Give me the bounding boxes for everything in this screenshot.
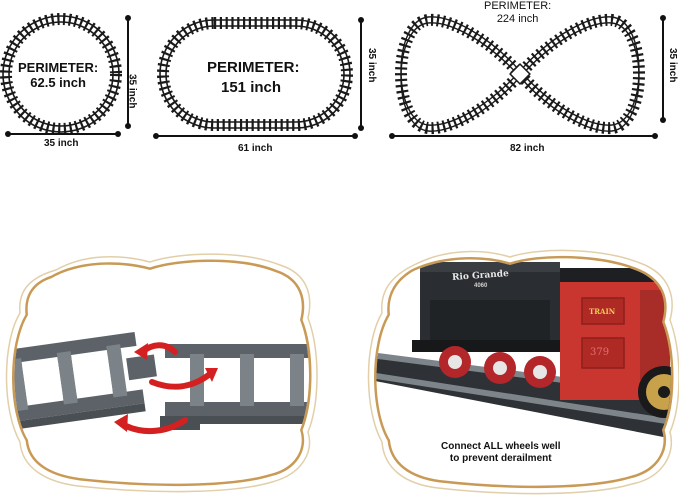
derailment-caption: Connect ALL wheels well to prevent derai… <box>441 441 560 465</box>
circle-width-dimension <box>5 131 121 137</box>
wheel-front-right <box>484 352 516 384</box>
oval-perimeter-title: PERIMETER: <box>207 59 300 76</box>
left-track-piece <box>14 331 157 433</box>
tender-number: 4060 <box>474 283 488 289</box>
eight-perimeter-value: 224 inch <box>496 13 539 25</box>
right-track-piece <box>160 344 309 430</box>
circle-width-label: 35 inch <box>44 138 79 149</box>
wheel-front-left <box>439 346 471 378</box>
figure-eight-track <box>395 13 645 135</box>
oval-track <box>157 17 353 131</box>
eight-height-label: 35 inch <box>667 48 678 83</box>
cab-lettering: TRAIN <box>589 307 616 316</box>
oval-width-label: 61 inch <box>238 143 273 154</box>
circle-perimeter-value: 62.5 inch <box>30 75 86 90</box>
caption-line-1: Connect ALL wheels well <box>441 441 561 452</box>
oval-height-label: 35 inch <box>366 48 377 83</box>
engine-drive-wheel <box>638 366 671 418</box>
eight-perimeter-title: PERIMETER: <box>484 0 552 12</box>
circle-perimeter-label: PERIMETER: 62.5 inch <box>16 60 101 90</box>
eight-height-dimension <box>660 15 666 123</box>
tender-car <box>412 262 572 352</box>
eight-width-dimension <box>389 133 658 139</box>
circle-track <box>0 13 122 135</box>
oval-width-dimension <box>153 133 358 139</box>
eight-width-label: 82 inch <box>510 143 545 154</box>
cab-number: 379 <box>590 347 610 358</box>
oval-perimeter-value: 151 inch <box>221 79 282 96</box>
wheel-rear <box>524 356 556 388</box>
arrow-heads <box>114 343 218 432</box>
circle-height-dimension <box>125 15 131 129</box>
oval-height-dimension <box>358 17 364 131</box>
circle-perimeter-title: PERIMETER: <box>18 60 99 75</box>
caption-line-2: to prevent derailment <box>449 453 552 464</box>
eight-perimeter-label: PERIMETER: 224 inch <box>484 0 551 26</box>
oval-perimeter-label: PERIMETER: 151 inch <box>207 58 300 98</box>
